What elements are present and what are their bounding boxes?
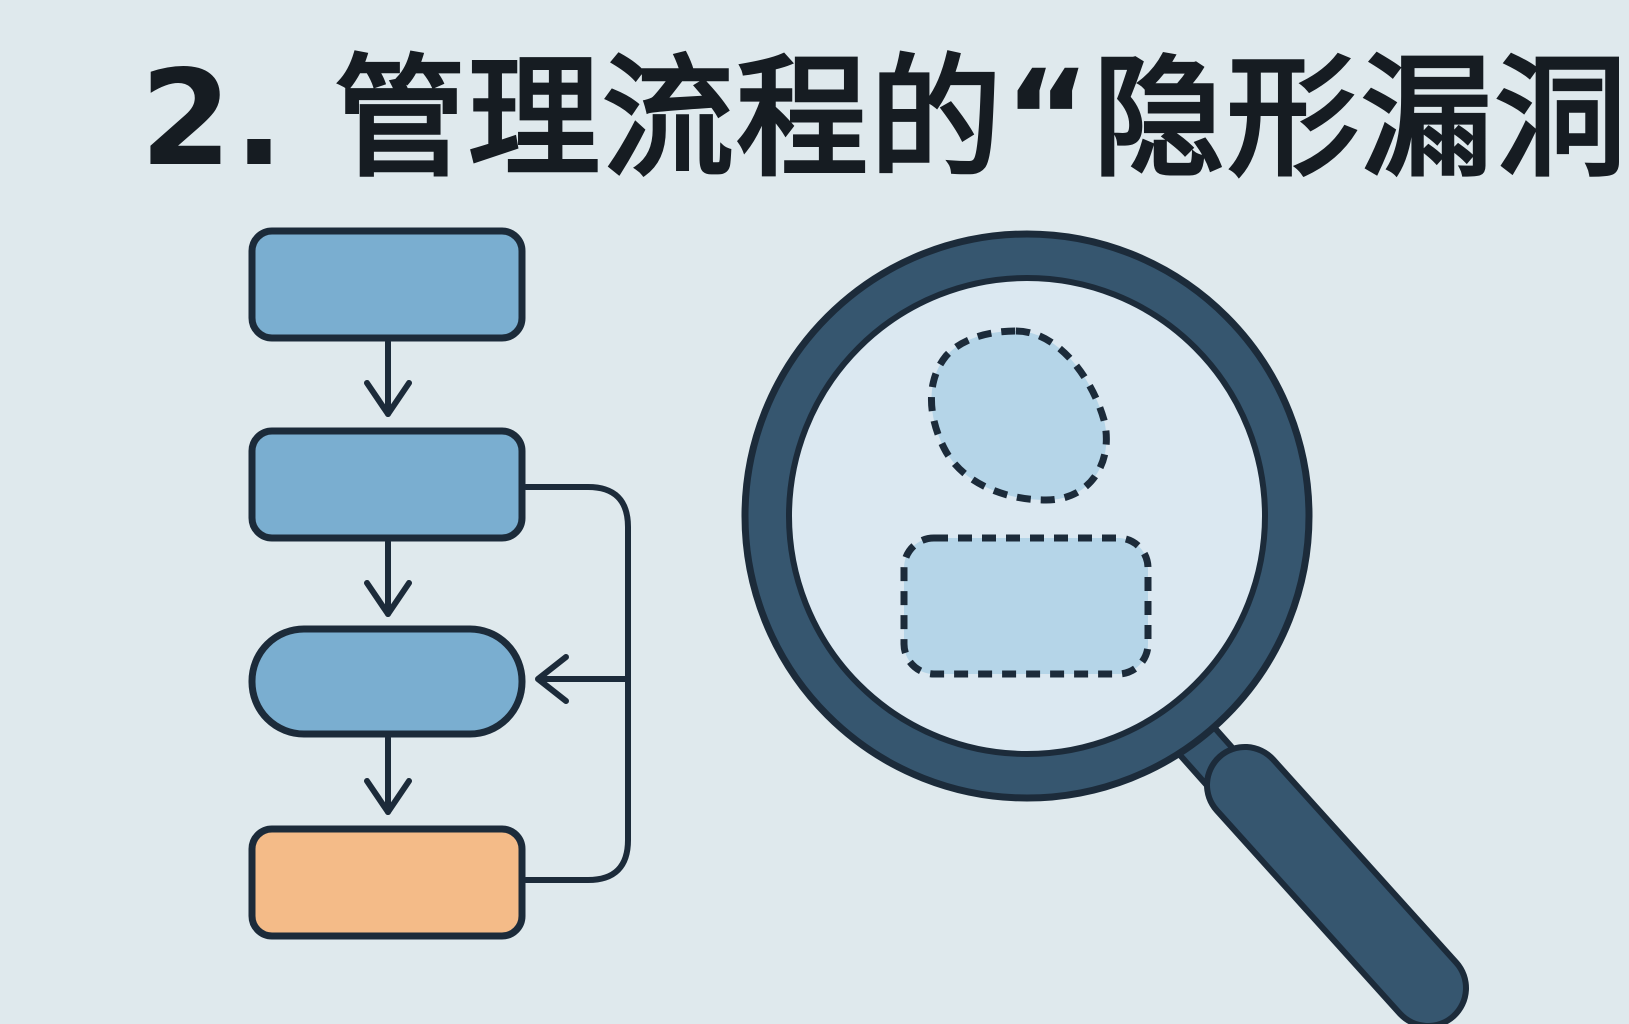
arrow-down-1 [364, 339, 412, 417]
flow-step-4 [248, 825, 526, 940]
dashed-person-head [927, 327, 1110, 504]
feedback-loop-connector [523, 484, 631, 883]
illustration [248, 227, 1469, 1024]
page-title: 2. 管理流程的“隐形漏洞 [140, 42, 1629, 196]
arrow-down-3 [364, 735, 412, 815]
dashed-person-body [900, 534, 1152, 678]
magnifying-glass-icon [741, 230, 1469, 1024]
flow-step-3 [248, 625, 526, 738]
flowchart [248, 227, 631, 940]
arrow-down-2 [364, 539, 412, 617]
flow-step-1 [248, 227, 526, 342]
page: 2. 管理流程的“隐形漏洞 [140, 42, 1629, 1024]
flow-step-2 [248, 427, 526, 542]
dashed-person-icon [900, 327, 1152, 678]
magnifier-handle-fill [1210, 750, 1463, 1023]
